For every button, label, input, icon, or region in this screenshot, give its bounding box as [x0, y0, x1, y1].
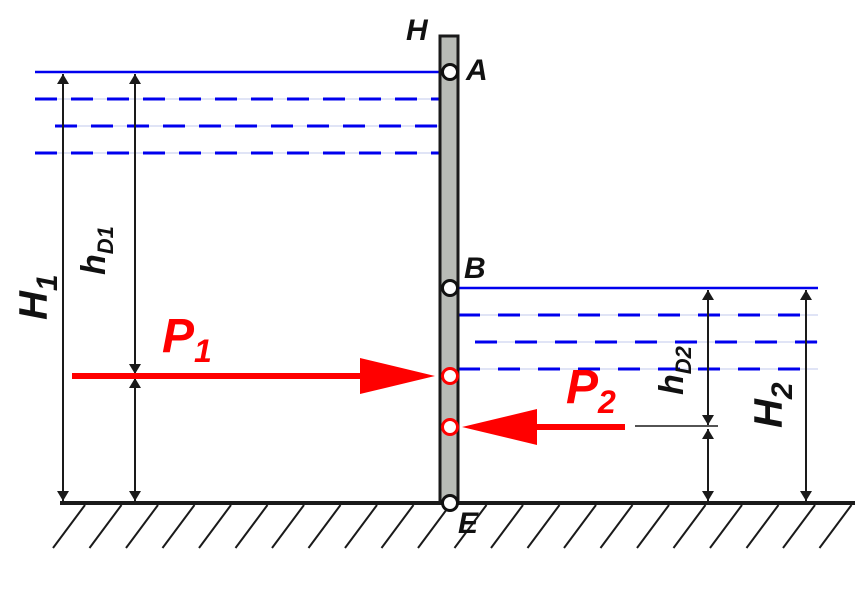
ground-hatch-line — [745, 504, 780, 549]
p2-application-point — [441, 418, 459, 436]
ground-hatch-line — [453, 504, 488, 549]
ground-hatch-line — [782, 504, 816, 549]
ground-hatch-line — [672, 504, 707, 549]
ground-hatch-line — [88, 504, 123, 549]
ground-hatch-line — [344, 504, 378, 549]
ground-hatch-line — [271, 504, 305, 549]
label-p1: P1 — [162, 310, 212, 369]
ground-hatch-line — [52, 504, 86, 549]
ground-hatch-line — [563, 504, 597, 549]
ground-hatch-line — [198, 504, 232, 549]
point-b-marker — [441, 279, 459, 297]
label-a: A — [465, 54, 488, 87]
ground-hatch-line — [818, 504, 853, 549]
ground-hatch-line — [307, 504, 342, 549]
ground-hatch-line — [234, 504, 269, 549]
label-e: E — [458, 507, 479, 540]
point-e-marker — [441, 494, 459, 512]
ground-hatch-line — [636, 504, 670, 549]
ground-hatch-line — [599, 504, 634, 549]
ground-hatch-line — [526, 504, 561, 549]
label-b: B — [464, 252, 486, 285]
ground-hatch-line — [125, 504, 159, 549]
ground-hatch-line — [417, 504, 451, 549]
ground-hatch-line — [161, 504, 196, 549]
ground-hatch-line — [709, 504, 743, 549]
label-h1: H1 — [12, 274, 64, 320]
label-hd2: hD2 — [653, 345, 696, 395]
p1-force-arrow — [72, 358, 435, 394]
p1-application-point — [441, 367, 459, 385]
right-water-surface — [458, 286, 818, 371]
label-h2: H2 — [747, 382, 799, 428]
point-a-marker — [441, 63, 459, 81]
ground-hatch-line — [490, 504, 524, 549]
label-h-top: H — [406, 14, 429, 47]
label-p2: P2 — [566, 361, 616, 420]
p2-force-arrow — [462, 409, 625, 445]
label-hd1: hD1 — [75, 226, 118, 275]
ground-hatch-line — [380, 504, 415, 549]
left-water-surface — [35, 70, 440, 155]
